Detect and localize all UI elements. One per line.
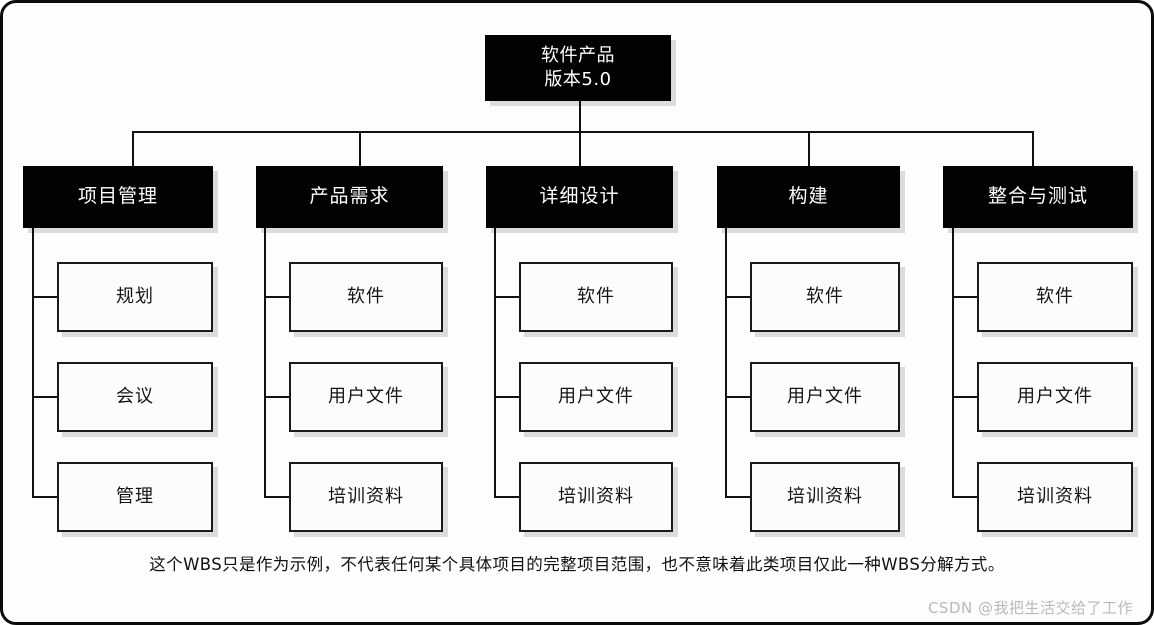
branch-node-label: 详细设计 — [539, 185, 620, 208]
connector-stub-col4-child3 — [725, 496, 751, 498]
leaf-node-col4-1[interactable]: 软件 — [750, 262, 900, 332]
root-node-label: 软件产品 版本5.0 — [541, 44, 615, 90]
leaf-node-col4-3[interactable]: 培训资料 — [750, 462, 900, 532]
connector-drop-col2 — [359, 131, 361, 166]
leaf-node-label: 培训资料 — [1017, 485, 1093, 507]
connector-trunk-col4 — [725, 228, 727, 497]
leaf-node-col5-3[interactable]: 培训资料 — [977, 462, 1133, 532]
leaf-node-label: 用户文件 — [328, 385, 404, 407]
connector-stub-col2-child1 — [264, 296, 290, 298]
branch-node-label: 项目管理 — [77, 185, 158, 208]
leaf-node-label: 培训资料 — [558, 485, 634, 507]
leaf-node-col2-2[interactable]: 用户文件 — [289, 362, 443, 432]
connector-trunk-col3 — [494, 228, 496, 497]
leaf-node-col3-3[interactable]: 培训资料 — [519, 462, 673, 532]
connector-horizontal-bus — [133, 131, 1034, 133]
leaf-node-col4-2[interactable]: 用户文件 — [750, 362, 900, 432]
leaf-node-col3-2[interactable]: 用户文件 — [519, 362, 673, 432]
leaf-node-col1-3[interactable]: 管理 — [57, 462, 213, 532]
connector-stub-col4-child1 — [725, 296, 751, 298]
leaf-node-label: 培训资料 — [328, 485, 404, 507]
connector-drop-col4 — [808, 131, 810, 166]
leaf-node-col5-1[interactable]: 软件 — [977, 262, 1133, 332]
leaf-node-col2-1[interactable]: 软件 — [289, 262, 443, 332]
branch-node-label: 整合与测试 — [987, 185, 1088, 208]
connector-stub-col1-child2 — [32, 396, 58, 398]
branch-node-label: 产品需求 — [309, 185, 390, 208]
connector-stub-col2-child3 — [264, 496, 290, 498]
leaf-node-label: 用户文件 — [787, 385, 863, 407]
leaf-node-col5-2[interactable]: 用户文件 — [977, 362, 1133, 432]
leaf-node-label: 软件 — [806, 285, 844, 307]
connector-stub-col2-child2 — [264, 396, 290, 398]
connector-stub-col3-child2 — [494, 396, 520, 398]
connector-stub-col3-child3 — [494, 496, 520, 498]
connector-drop-col5 — [1032, 131, 1034, 166]
connector-trunk-col2 — [264, 228, 266, 497]
root-node-software-product[interactable]: 软件产品 版本5.0 — [485, 35, 671, 101]
leaf-node-label: 用户文件 — [1017, 385, 1093, 407]
connector-stub-col5-child2 — [952, 396, 978, 398]
leaf-node-col1-2[interactable]: 会议 — [57, 362, 213, 432]
connector-stub-col5-child3 — [952, 496, 978, 498]
connector-drop-col3 — [579, 131, 581, 166]
connector-trunk-col1 — [32, 228, 34, 497]
connector-stub-col1-child1 — [32, 296, 58, 298]
leaf-node-label: 会议 — [116, 385, 154, 407]
leaf-node-col2-3[interactable]: 培训资料 — [289, 462, 443, 532]
branch-node-integration-and-testing[interactable]: 整合与测试 — [943, 166, 1133, 228]
connector-trunk-col5 — [952, 228, 954, 497]
branch-node-construction[interactable]: 构建 — [717, 166, 900, 228]
diagram-caption: 这个WBS只是作为示例，不代表任何某个具体项目的完整项目范围，也不意味着此类项目… — [149, 555, 1005, 574]
connector-stub-col1-child3 — [32, 496, 58, 498]
leaf-node-label: 用户文件 — [558, 385, 634, 407]
csdn-watermark: CSDN @我把生活交给了工作 — [927, 599, 1133, 617]
branch-node-product-requirements[interactable]: 产品需求 — [256, 166, 443, 228]
leaf-node-label: 培训资料 — [787, 485, 863, 507]
connector-drop-col1 — [132, 131, 134, 166]
connector-root-stem — [579, 101, 581, 132]
branch-node-project-management[interactable]: 项目管理 — [23, 166, 213, 228]
leaf-node-col1-1[interactable]: 规划 — [57, 262, 213, 332]
branch-node-detailed-design[interactable]: 详细设计 — [486, 166, 673, 228]
leaf-node-col3-1[interactable]: 软件 — [519, 262, 673, 332]
connector-stub-col3-child1 — [494, 296, 520, 298]
leaf-node-label: 软件 — [1036, 285, 1074, 307]
leaf-node-label: 规划 — [116, 285, 154, 307]
connector-stub-col5-child1 — [952, 296, 978, 298]
branch-node-label: 构建 — [788, 185, 829, 208]
leaf-node-label: 软件 — [347, 285, 385, 307]
leaf-node-label: 软件 — [577, 285, 615, 307]
leaf-node-label: 管理 — [116, 485, 154, 507]
connector-stub-col4-child2 — [725, 396, 751, 398]
